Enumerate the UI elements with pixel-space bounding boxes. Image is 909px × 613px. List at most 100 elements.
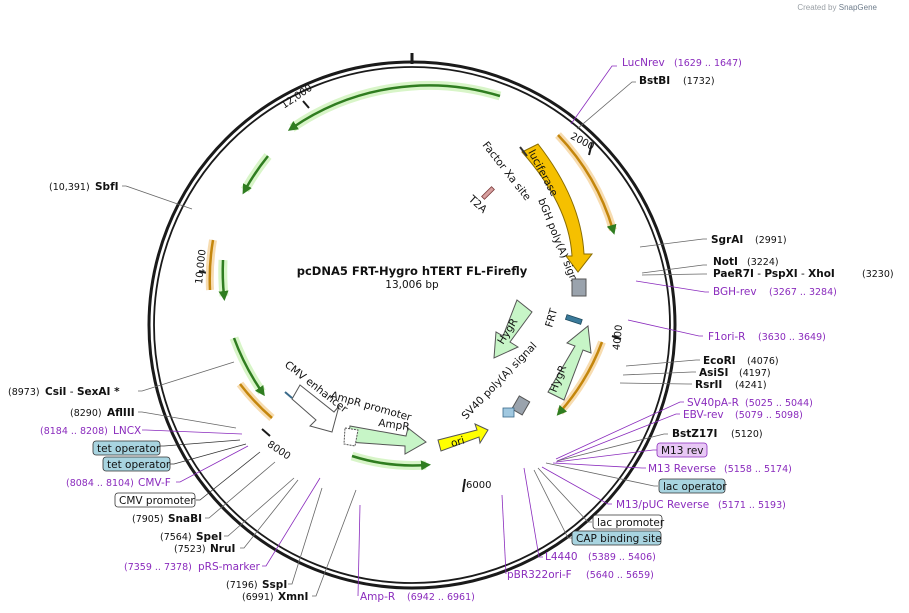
prs-marker-name: pRS-marker bbox=[198, 561, 261, 573]
plasmid-name: pcDNA5 FRT-Hygro hTERT FL-Firefly bbox=[297, 264, 528, 278]
lncx-pos: (8184 .. 8208) bbox=[40, 426, 108, 437]
pbr322ori-f-pos: (5640 .. 5659) bbox=[586, 570, 654, 581]
sv40pa-r-pos: (5025 .. 5044) bbox=[745, 398, 813, 409]
tet-operator-1-box bbox=[92, 440, 161, 456]
sv40pa-r-name: SV40pA-R bbox=[687, 397, 739, 409]
callout-lines-right bbox=[357, 65, 709, 597]
amp-r-name: Amp-R bbox=[360, 591, 395, 603]
m13-puc-reverse-name: M13/pUC Reverse bbox=[616, 499, 709, 511]
cap-site-box bbox=[571, 530, 662, 546]
f1ori-r-name: F1ori-R bbox=[708, 331, 745, 343]
luciferase-feature bbox=[521, 143, 594, 273]
m13rev-box bbox=[656, 442, 708, 458]
ecori-pos: (4076) bbox=[747, 356, 779, 367]
lucnrev-name: LucNrev bbox=[622, 57, 665, 69]
frt-marker bbox=[564, 314, 583, 325]
tet-operator-2-box bbox=[102, 456, 171, 472]
noti-pos: (3224) bbox=[747, 257, 779, 268]
bgh-rev-pos: (3267 .. 3284) bbox=[769, 287, 837, 298]
cap-site-name: CAP binding site bbox=[576, 533, 662, 545]
ecori-name: EcoRI bbox=[703, 355, 736, 367]
frt-label: FRT bbox=[543, 307, 560, 329]
csii-pos: (8973) bbox=[8, 387, 40, 398]
asisi-name: AsiSI bbox=[699, 367, 728, 379]
bgh-rev-name: BGH-rev bbox=[713, 286, 757, 298]
tet-operator-1-name: tet operator bbox=[97, 443, 161, 455]
bstbi-name: BstBI bbox=[639, 75, 670, 87]
hygr-outer-feature bbox=[547, 325, 592, 401]
hygr-inner-feature bbox=[493, 299, 533, 359]
csii-label: CsiI - SexAI * bbox=[45, 386, 120, 398]
sspi-name: SspI bbox=[262, 579, 287, 591]
ori-feature bbox=[437, 423, 489, 452]
l4440-pos: (5389 .. 5406) bbox=[588, 552, 656, 563]
ampr-label: AmpR bbox=[378, 417, 411, 433]
cmv-promoter-name: CMV promoter bbox=[119, 495, 195, 507]
m13rev-name: M13 rev bbox=[661, 445, 704, 457]
spei-pos: (7564) bbox=[160, 532, 192, 543]
xmni-pos: (6991) bbox=[242, 592, 274, 603]
paer7i-label: PaeR7I - PspXI - XhoI bbox=[713, 268, 835, 280]
snabi-pos: (7905) bbox=[132, 514, 164, 525]
ampr-feature bbox=[347, 425, 427, 455]
lac-operator-box bbox=[658, 478, 726, 494]
ebv-rev-name: EBV-rev bbox=[683, 409, 724, 421]
snabi-name: SnaBI bbox=[168, 513, 202, 525]
snapgene-credit: Created by SnapGene bbox=[797, 3, 877, 12]
lncx-name: LNCX bbox=[113, 425, 141, 437]
asisi-pos: (4197) bbox=[739, 368, 771, 379]
spei-name: SpeI bbox=[196, 531, 222, 543]
sv40-polya-box bbox=[511, 395, 531, 416]
cmv-f-name: CMV-F bbox=[138, 477, 171, 489]
bstbi-pos: (1732) bbox=[683, 76, 715, 87]
ampr-promoter-box bbox=[343, 427, 359, 447]
bstz17i-name: BstZ17I bbox=[672, 428, 717, 440]
cmv-enhancer-feature bbox=[291, 384, 340, 433]
m13-reverse-pos: (5158 .. 5174) bbox=[724, 464, 792, 475]
rsrii-pos: (4241) bbox=[735, 380, 767, 391]
paer7i-pos: (3230) bbox=[862, 269, 894, 280]
sbfi-pos: (10,391) bbox=[49, 182, 90, 193]
tick-4000: 4000 bbox=[612, 324, 626, 350]
f1ori-r-pos: (3630 .. 3649) bbox=[758, 332, 826, 343]
bstz17i-pos: (5120) bbox=[731, 429, 763, 440]
cmv-promoter-box bbox=[114, 492, 196, 508]
amp-r-pos: (6942 .. 6961) bbox=[407, 592, 475, 603]
cmv-f-pos: (8084 .. 8104) bbox=[66, 478, 134, 489]
pbr322ori-f-name: pBR322ori-F bbox=[507, 569, 572, 581]
backbone-ring bbox=[147, 60, 677, 590]
callout-lines-left bbox=[122, 185, 357, 597]
right-labels: LucNrev (1629 .. 1647) BstBI (1732) SgrA… bbox=[360, 57, 894, 603]
t2a-marker bbox=[481, 186, 495, 200]
tick-6000: 6000 bbox=[466, 480, 491, 491]
lac-promoter-box bbox=[592, 514, 663, 530]
orange-orf-arcs bbox=[205, 132, 617, 422]
m13-puc-reverse-pos: (5171 .. 5193) bbox=[718, 500, 786, 511]
factor-xa-marker bbox=[519, 146, 528, 157]
left-labels: (10,391) SbfI (8973) CsiI - SexAI * (829… bbox=[8, 181, 308, 603]
bgh-polya-box bbox=[571, 278, 587, 297]
tet-operator-2-name: tet operator bbox=[107, 459, 171, 471]
lucnrev-pos: (1629 .. 1647) bbox=[674, 58, 742, 69]
credit-prefix: Created by bbox=[797, 3, 837, 12]
m13-reverse-name: M13 Reverse bbox=[648, 463, 716, 475]
sgrai-pos: (2991) bbox=[755, 235, 787, 246]
nrui-pos: (7523) bbox=[174, 544, 206, 555]
ebv-rev-pos: (5079 .. 5098) bbox=[735, 410, 803, 421]
sgrai-name: SgrAI bbox=[711, 234, 743, 246]
nrui-name: NruI bbox=[210, 543, 235, 555]
sv40-promoter-box bbox=[502, 407, 515, 418]
prs-marker-pos: (7359 .. 7378) bbox=[124, 562, 192, 573]
l4440-name: L4440 bbox=[545, 551, 578, 563]
ori-label: ori bbox=[450, 435, 466, 450]
snapgene-logo: SnapGene bbox=[838, 3, 877, 12]
tick-10000: 10,000 bbox=[194, 249, 209, 285]
lac-promoter-name: lac promoter bbox=[597, 517, 665, 529]
afliii-pos: (8290) bbox=[70, 408, 102, 419]
plasmid-length: 13,006 bp bbox=[385, 279, 439, 291]
sbfi-name: SbfI bbox=[95, 181, 119, 193]
lac-operator-name: lac operator bbox=[663, 481, 727, 493]
rsrii-name: RsrII bbox=[695, 379, 722, 391]
